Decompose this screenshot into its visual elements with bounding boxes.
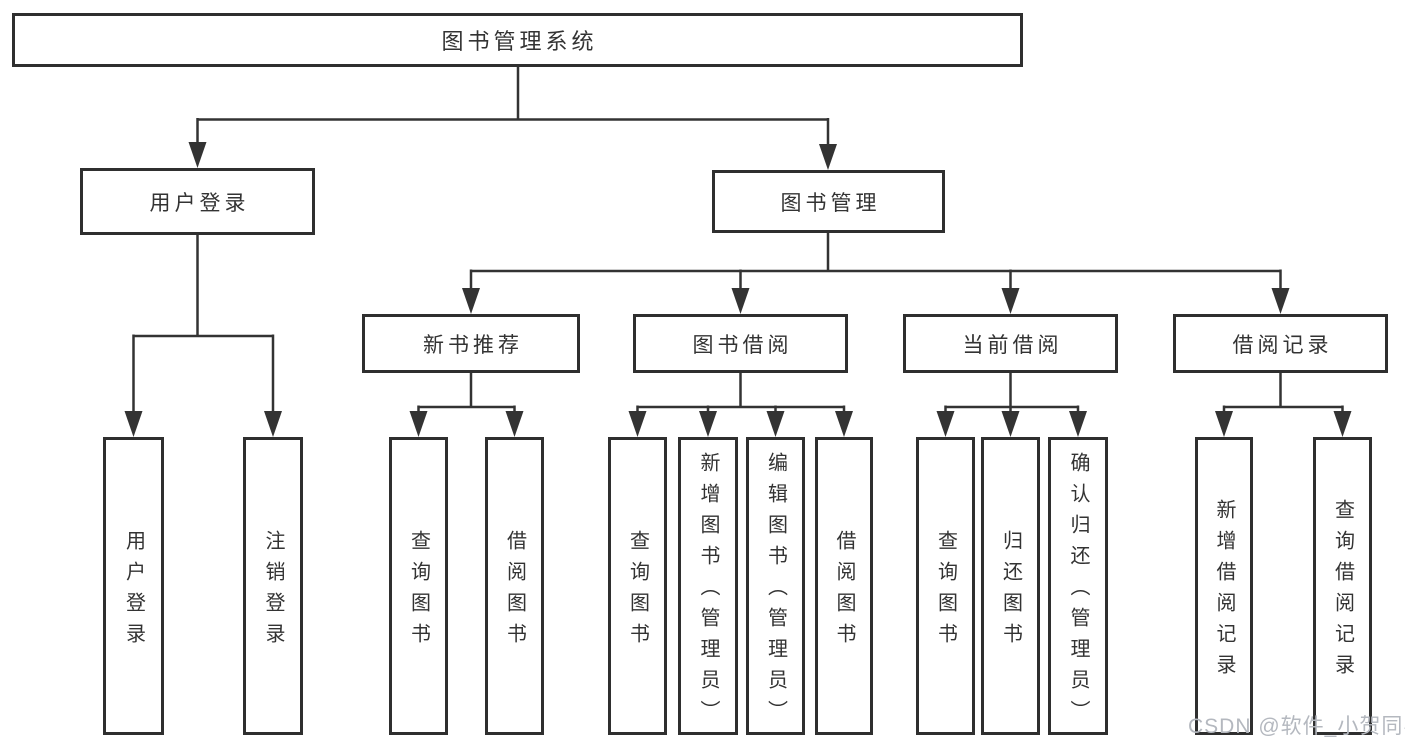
watermark: CSDN @软件_小贺同学 <box>1188 715 1405 738</box>
node-book-borrowing: 图书借阅 <box>633 314 848 373</box>
node-user-login: 用户登录 <box>80 168 315 235</box>
arrowhead <box>1215 411 1233 437</box>
node-label: 查询图书 <box>934 529 957 654</box>
arrowhead <box>264 411 282 437</box>
arrowhead <box>124 411 143 437</box>
node-book-management-system: 图书管理系统 <box>12 13 1023 67</box>
arrowhead <box>936 411 955 437</box>
leaf-query-borrow-record: 查询借阅记录 <box>1313 437 1372 735</box>
node-label: 借阅图书 <box>833 529 855 654</box>
node-label: 图书管理 <box>780 191 881 215</box>
node-label: 新增借阅记录 <box>1213 498 1235 685</box>
node-label: 新增图书（管理员） <box>697 452 719 731</box>
node-label: 借阅记录 <box>1232 333 1333 357</box>
arrowhead <box>409 411 428 437</box>
node-label: 查询图书 <box>407 529 430 654</box>
leaf-edit-book-admin: 编辑图书（管理员） <box>746 437 805 735</box>
leaf-query-books-current: 查询图书 <box>916 437 975 735</box>
node-label: 查询借阅记录 <box>1331 498 1354 685</box>
node-label: 借阅图书 <box>503 529 526 654</box>
leaf-borrow-books-recommend: 借阅图书 <box>485 437 544 735</box>
arrowhead <box>1069 411 1087 437</box>
node-label: 当前借阅 <box>962 333 1063 357</box>
arrowhead <box>819 144 837 170</box>
leaf-borrow-books-borrowing: 借阅图书 <box>815 437 873 735</box>
node-label: 归还图书 <box>999 529 1022 654</box>
node-label: 用户登录 <box>149 191 250 215</box>
leaf-logout: 注销登录 <box>243 437 303 735</box>
arrowhead <box>505 411 524 437</box>
node-label: 用户登录 <box>122 529 145 654</box>
arrowhead <box>1001 411 1020 437</box>
leaf-query-books-recommend: 查询图书 <box>389 437 448 735</box>
node-label: 新书推荐 <box>423 333 523 357</box>
arrowhead <box>835 411 853 437</box>
node-label: 图书管理系统 <box>441 29 598 54</box>
arrowhead <box>1333 411 1352 437</box>
leaf-add-book-admin: 新增图书（管理员） <box>678 437 738 735</box>
arrowhead <box>766 411 785 437</box>
arrowhead <box>1271 288 1290 314</box>
arrowhead <box>1001 288 1020 314</box>
node-label: 编辑图书（管理员） <box>764 452 787 731</box>
leaf-user-login: 用户登录 <box>103 437 164 735</box>
arrowhead <box>699 411 717 437</box>
node-new-book-recommendation: 新书推荐 <box>362 314 580 373</box>
leaf-return-books: 归还图书 <box>981 437 1040 735</box>
arrowhead <box>188 142 207 168</box>
node-label: 注销登录 <box>262 529 284 654</box>
leaf-query-books-borrowing: 查询图书 <box>608 437 667 735</box>
connector-user-login <box>132 234 275 413</box>
node-current-borrowing: 当前借阅 <box>903 314 1118 373</box>
node-label: 查询图书 <box>626 529 649 654</box>
connector-level3-groups <box>417 372 1344 414</box>
leaf-add-borrow-record: 新增借阅记录 <box>1195 437 1253 735</box>
connector-book-management <box>469 232 1282 292</box>
arrowhead <box>628 411 647 437</box>
leaf-confirm-return-admin: 确认归还（管理员） <box>1048 437 1108 735</box>
arrowhead <box>462 288 480 314</box>
connector-root <box>196 66 830 146</box>
arrowhead <box>731 288 750 314</box>
node-borrowing-records: 借阅记录 <box>1173 314 1388 373</box>
node-label: 确认归还（管理员） <box>1067 452 1089 731</box>
node-label: 图书借阅 <box>692 333 793 357</box>
node-book-management: 图书管理 <box>712 170 945 233</box>
